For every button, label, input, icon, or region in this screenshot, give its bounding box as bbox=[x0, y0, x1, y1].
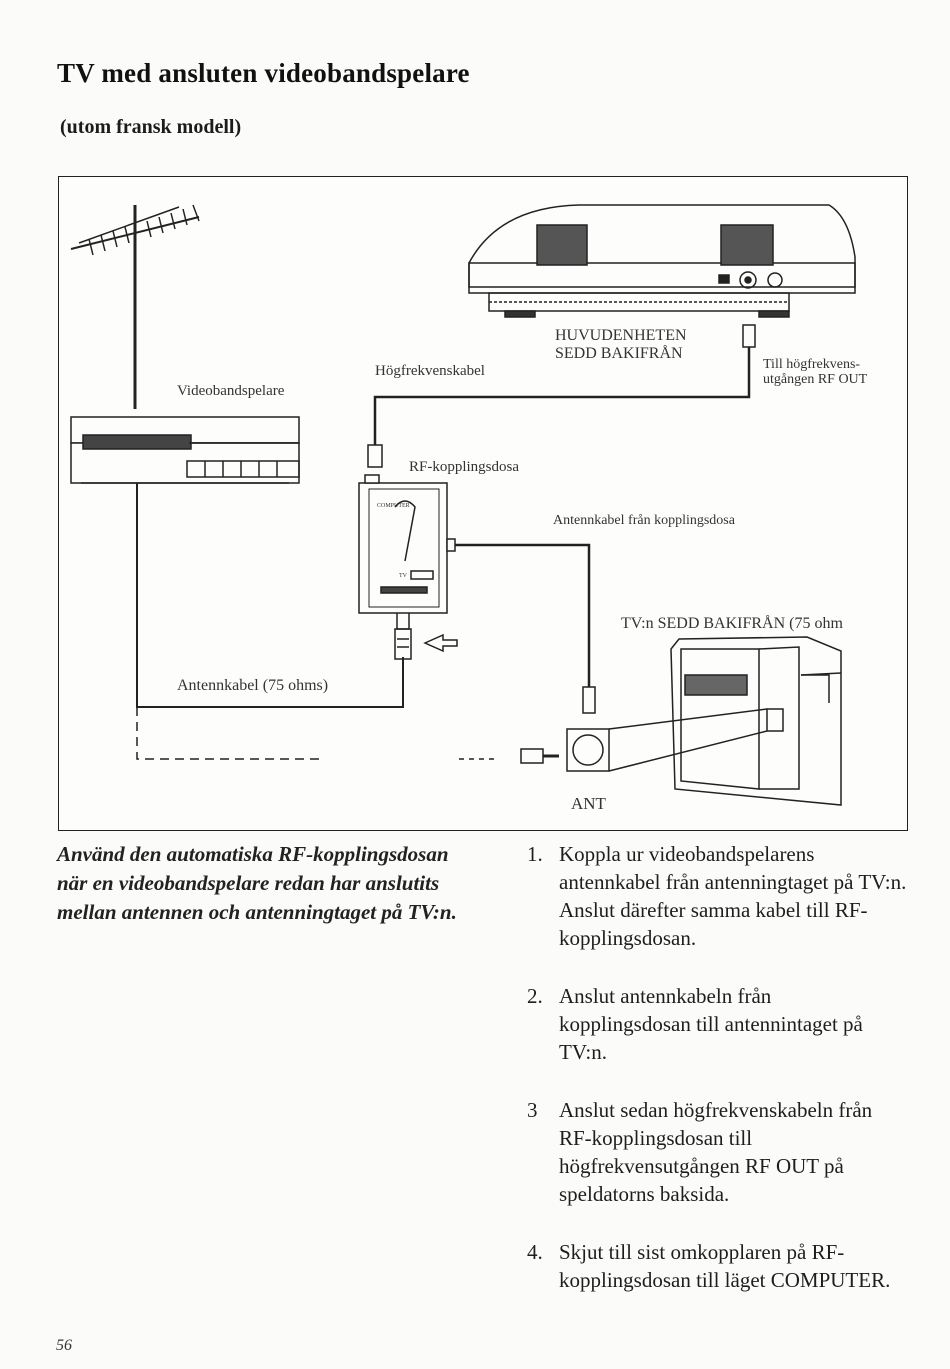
step-number: 4. bbox=[527, 1240, 543, 1264]
label-box-computer: COMPUTER bbox=[377, 503, 410, 509]
label-tv-rear: TV:n SEDD BAKIFRÅN (75 ohm bbox=[621, 615, 843, 632]
page-number: 56 bbox=[56, 1337, 72, 1354]
list-item: 2. Anslut antennkabeln från kopplingsdos… bbox=[527, 982, 907, 1066]
list-item: 1. Koppla ur videobandspelarens antennka… bbox=[527, 840, 907, 952]
step-text: Anslut antennkabeln från kopplingsdosan … bbox=[559, 984, 863, 1064]
list-item: 3 Anslut sedan högfrekvenskabeln från RF… bbox=[527, 1096, 907, 1208]
step-text: Skjut till sist omkopplaren på RF-koppli… bbox=[559, 1240, 891, 1292]
label-antenna-cable: Antennkabel (75 ohms) bbox=[177, 677, 329, 694]
list-item: 4. Skjut till sist omkopplaren på RF-kop… bbox=[527, 1238, 907, 1294]
tv-icon bbox=[608, 636, 842, 806]
instruction-list: 1. Koppla ur videobandspelarens antennka… bbox=[527, 840, 907, 1294]
label-hf-cable: Högfrekvenskabel bbox=[375, 363, 485, 379]
label-ant: ANT bbox=[571, 794, 606, 813]
antenna-icon bbox=[70, 204, 200, 409]
step-text: Koppla ur videobandspelarens antennkabel… bbox=[559, 842, 907, 950]
step-number: 2. bbox=[527, 984, 543, 1008]
connection-diagram: HUVUDENHETEN SEDD BAKIFRÅN Högfrekvenska… bbox=[58, 176, 908, 831]
label-box-tv: TV bbox=[399, 573, 407, 579]
step-number: 3 bbox=[527, 1098, 538, 1122]
page-title: TV med ansluten videobandspelare bbox=[57, 58, 470, 88]
rf-switch-box-icon bbox=[358, 474, 456, 614]
vcr-icon bbox=[70, 416, 300, 484]
label-main-unit: HUVUDENHETEN SEDD BAKIFRÅN bbox=[555, 327, 687, 362]
label-rf-box: RF-kopplingsdosa bbox=[409, 459, 520, 475]
label-antenna-cable-from-box: Antennkabel från kopplingsdosa bbox=[553, 513, 735, 528]
step-number: 1. bbox=[527, 842, 543, 866]
step-text: Anslut sedan högfrekvenskabeln från RF-k… bbox=[559, 1098, 873, 1206]
label-to-rf-out: Till högfrekvens- utgången RF OUT bbox=[763, 357, 868, 388]
page-subtitle: (utom fransk modell) bbox=[60, 116, 242, 138]
diagram-drawing bbox=[70, 204, 856, 806]
main-unit-icon bbox=[468, 204, 856, 318]
label-vcr: Videobandspelare bbox=[177, 383, 285, 399]
figure-caption: Använd den automatiska RF-kopplingsdosan… bbox=[57, 842, 457, 924]
